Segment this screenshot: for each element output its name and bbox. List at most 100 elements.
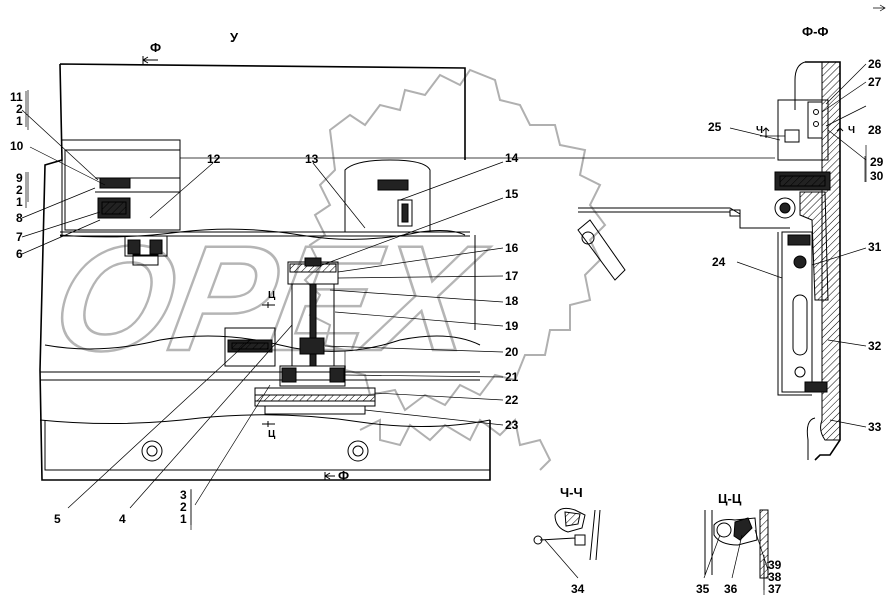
callout-2-mid: 2 bbox=[16, 183, 23, 197]
cc-leader-36 bbox=[731, 534, 743, 579]
section-f-arrow-top-label: Ф bbox=[150, 40, 161, 55]
leaders-main bbox=[21, 90, 504, 530]
upper-right-bracket-nut bbox=[377, 179, 409, 191]
callout-36: 36 bbox=[724, 582, 738, 596]
section-ch-arrows: Ч Ч bbox=[756, 125, 855, 138]
section-f-arrow-top: Ф bbox=[142, 40, 161, 64]
section-f-arrow-bottom-line bbox=[324, 472, 335, 480]
upper-right-bracket-pin-core bbox=[401, 203, 409, 223]
main-view-u: У Ф bbox=[21, 30, 775, 530]
ff-latch-bottom-pin bbox=[794, 366, 806, 378]
section-ff-title: Ф-Ф bbox=[802, 24, 829, 39]
door-panel-left-inner bbox=[61, 160, 476, 330]
ff-latch-top bbox=[787, 234, 811, 246]
chch-clip bbox=[554, 507, 586, 533]
section-cc-title: Ц-Ц bbox=[718, 491, 742, 506]
left-bracket-foot-nut-b bbox=[149, 239, 163, 255]
callout-9: 9 bbox=[16, 171, 23, 185]
ff-upper-block-plate bbox=[807, 101, 823, 139]
section-ch-arrow-right-line bbox=[836, 127, 844, 138]
callout-5: 5 bbox=[54, 512, 61, 526]
section-c-arrow-top-label: Ц bbox=[268, 290, 276, 301]
section-chch-title: Ч-Ч bbox=[560, 485, 583, 500]
callout-23: 23 bbox=[505, 418, 519, 432]
callout-1-bot: 1 bbox=[180, 512, 187, 526]
callout-8: 8 bbox=[16, 211, 23, 225]
callout-37: 37 bbox=[768, 582, 782, 596]
column-cap-nut bbox=[304, 257, 322, 267]
callout-7: 7 bbox=[16, 230, 23, 244]
callout-13: 13 bbox=[305, 152, 319, 166]
section-c-arrow-bottom-line bbox=[262, 421, 275, 427]
column-plate-lower bbox=[264, 405, 366, 415]
cc-leader-35 bbox=[703, 534, 721, 579]
callout-28: 28 bbox=[868, 123, 882, 137]
callout-26: 26 bbox=[868, 57, 882, 71]
door-panel-bottom-rail bbox=[40, 371, 480, 381]
lower-bolt-left bbox=[141, 440, 163, 462]
ff-latch-line bbox=[777, 232, 812, 396]
callout-2-top: 2 bbox=[16, 102, 23, 116]
upper-right-bracket-body bbox=[344, 159, 431, 233]
left-bracket-foot-nut-a bbox=[127, 239, 141, 255]
ff-mid-block-hatch bbox=[779, 175, 826, 187]
column-plate-hatch bbox=[254, 394, 376, 402]
upper-right-bracket bbox=[344, 159, 431, 233]
chch-pin bbox=[539, 534, 586, 546]
ff-latch-body bbox=[781, 231, 813, 393]
callout-6: 6 bbox=[16, 247, 23, 261]
cc-leader-38 bbox=[754, 529, 769, 571]
callout-3: 3 bbox=[180, 488, 187, 502]
ff-hinge-roller bbox=[774, 197, 796, 219]
ff-screw-b bbox=[813, 121, 819, 127]
callout-2-bot: 2 bbox=[180, 500, 187, 514]
lower-bolt-left-inner bbox=[146, 445, 158, 457]
callout-15: 15 bbox=[505, 187, 519, 201]
watermark-gear bbox=[303, 68, 607, 412]
left-bracket-foot bbox=[124, 235, 168, 257]
callout-16: 16 bbox=[505, 241, 519, 255]
section-ch-arrow-right-label: Ч bbox=[848, 125, 855, 136]
ff-arm-link bbox=[577, 219, 626, 281]
door-panel-wavy-mid bbox=[44, 335, 481, 352]
ff-arm bbox=[578, 207, 790, 229]
callout-10: 10 bbox=[10, 139, 24, 153]
left-hinge-bracket bbox=[64, 149, 181, 266]
callout-21: 21 bbox=[505, 370, 519, 384]
callout-4: 4 bbox=[119, 512, 126, 526]
column-base-nut-right bbox=[329, 367, 345, 383]
left-bracket-foot-lower bbox=[132, 254, 159, 266]
chch-leader bbox=[544, 539, 579, 579]
callout-20: 20 bbox=[505, 345, 519, 359]
chch-clip-hatch bbox=[564, 511, 581, 527]
cc-wall-right bbox=[759, 509, 769, 579]
callout-19: 19 bbox=[505, 319, 519, 333]
callout-17: 17 bbox=[505, 269, 519, 283]
section-cc-view: Ц-Ц bbox=[703, 491, 769, 590]
cc-ball bbox=[716, 522, 732, 538]
upper-right-bracket-pin bbox=[397, 199, 413, 227]
column-spring-block bbox=[299, 337, 325, 355]
section-ff-view: Ф-Ф Ч Ч bbox=[577, 24, 867, 461]
lower-bolt-right-inner bbox=[352, 445, 364, 457]
left-bracket-bushing-hatch bbox=[101, 201, 127, 215]
ff-latch-slot bbox=[792, 294, 808, 356]
left-bracket-nut bbox=[99, 177, 131, 189]
ff-wall-hatch bbox=[820, 61, 841, 441]
section-f-arrow-bottom-label: Ф bbox=[338, 468, 349, 483]
ff-hinge-roller-inner bbox=[779, 202, 791, 214]
left-lower-block-body bbox=[224, 327, 276, 367]
ff-latch-foot bbox=[804, 381, 828, 393]
door-lower-frame bbox=[44, 420, 491, 471]
callout-18: 18 bbox=[505, 294, 519, 308]
door-panel-wavy-low bbox=[39, 414, 491, 428]
left-lower-block-hatch bbox=[231, 342, 269, 350]
central-lock-column bbox=[254, 257, 376, 415]
callout-11: 11 bbox=[10, 90, 23, 104]
section-ch-arrow-left-label: Ч bbox=[756, 125, 763, 136]
view-u-label: У bbox=[230, 30, 239, 45]
callout-32: 32 bbox=[868, 339, 882, 353]
section-c-arrow-bottom-label: Ц bbox=[268, 429, 276, 440]
ff-upper-bolt bbox=[784, 129, 800, 143]
